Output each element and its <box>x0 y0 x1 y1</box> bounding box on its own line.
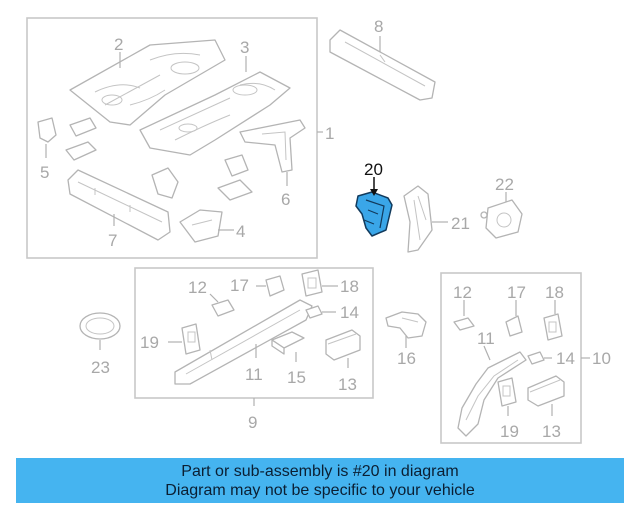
banner-line-2: Diagram may not be specific to your vehi… <box>165 482 475 499</box>
part-21-pillar <box>403 185 433 253</box>
callout-14-right: 14 <box>556 349 575 368</box>
part-13-left <box>325 329 361 361</box>
callout-7: 7 <box>108 231 117 250</box>
part-17-right <box>505 315 523 337</box>
callout-15: 15 <box>287 368 306 387</box>
callout-16: 16 <box>397 349 416 368</box>
callout-4: 4 <box>236 222 245 241</box>
info-banner: Part or sub-assembly is #20 in diagram D… <box>16 458 624 503</box>
callout-11-right: 11 <box>477 329 495 348</box>
callout-3: 3 <box>240 38 249 57</box>
callout-2: 2 <box>114 35 123 54</box>
part-2-front-floor-pan <box>69 39 226 126</box>
parts-diagram: 1 2 3 5 6 7 <box>26 17 611 444</box>
part-13-right <box>527 375 565 407</box>
callout-10: 10 <box>592 349 611 368</box>
part-4-panel <box>179 209 223 243</box>
part-20-highlighted-bracket[interactable] <box>355 191 393 237</box>
part-5-bracket <box>37 117 97 161</box>
part-17-left <box>265 275 285 297</box>
group-box-1 <box>26 17 318 259</box>
callout-14-left: 14 <box>340 303 359 322</box>
part-18-right <box>543 313 563 341</box>
callout-19-right: 19 <box>500 422 519 441</box>
callout-17-left: 17 <box>230 276 249 295</box>
part-22-cap <box>480 199 523 239</box>
callout-23: 23 <box>91 358 110 377</box>
part-14-left <box>305 305 323 319</box>
callout-6: 6 <box>281 190 290 209</box>
part-8-rear-member <box>329 29 436 101</box>
callout-21: 21 <box>451 214 470 233</box>
callout-12-left: 12 <box>188 278 207 297</box>
callout-9: 9 <box>248 413 257 432</box>
callout-12-right: 12 <box>453 283 472 302</box>
part-11-rocker-right <box>457 351 527 437</box>
callout-18-right: 18 <box>545 283 564 302</box>
part-12-right <box>453 317 475 331</box>
callout-5: 5 <box>40 163 49 182</box>
callout-20: 20 <box>364 160 383 179</box>
callout-11-left: 11 <box>245 365 263 384</box>
part-12-left <box>211 299 235 317</box>
part-11-rocker-left <box>174 299 313 385</box>
callout-8: 8 <box>374 17 383 36</box>
banner-line-1: Part or sub-assembly is #20 in diagram <box>181 463 459 480</box>
callout-1: 1 <box>325 124 334 143</box>
part-6-cross-member <box>239 119 306 173</box>
callout-18-left: 18 <box>340 277 359 296</box>
part-14-right <box>527 351 545 365</box>
part-15 <box>271 331 305 355</box>
callout-13-right: 13 <box>542 422 561 441</box>
part-center-brackets <box>151 154 253 201</box>
part-19-left <box>181 323 201 355</box>
callout-22: 22 <box>495 175 514 194</box>
callout-17-right: 17 <box>507 283 526 302</box>
part-3-rear-floor-pan <box>139 71 291 156</box>
part-18-left <box>301 269 323 297</box>
callout-19-left: 19 <box>140 333 159 352</box>
part-7-sill-rail <box>67 169 171 241</box>
part-23-plug <box>79 312 121 340</box>
part-16-bracket <box>385 311 427 339</box>
part-19-right <box>497 377 517 407</box>
callout-13-left: 13 <box>338 375 357 394</box>
